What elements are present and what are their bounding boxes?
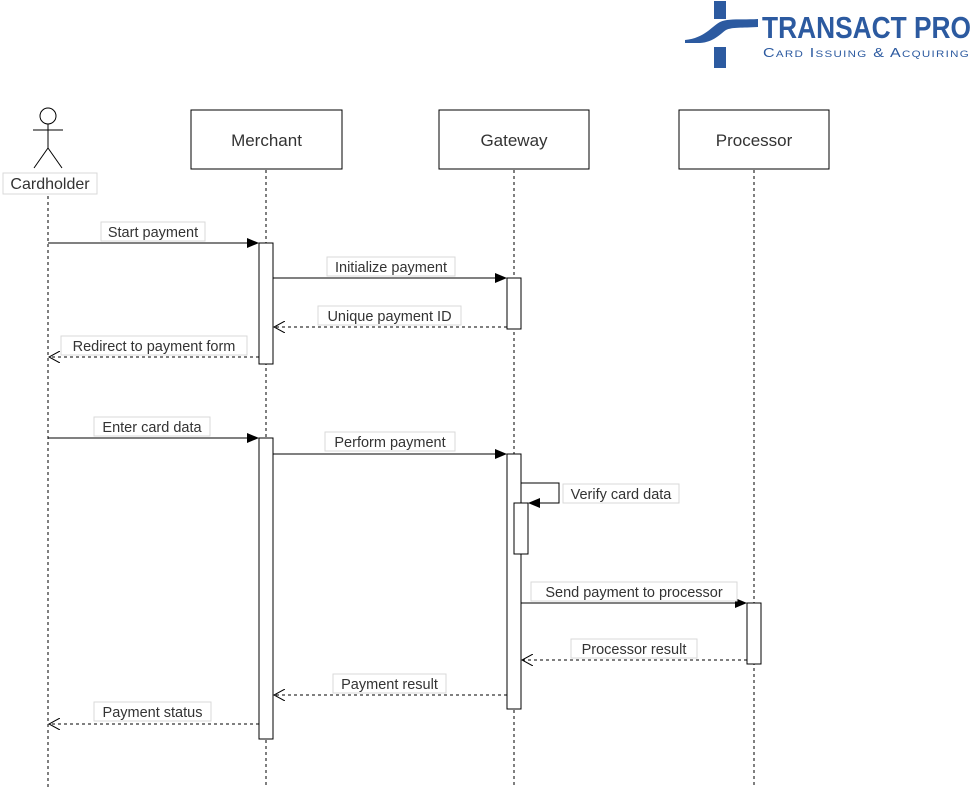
merchant-box xyxy=(190,109,343,170)
message-label: Initialize payment xyxy=(335,260,447,276)
participant-gateway: Gateway xyxy=(438,109,590,170)
merchant-activation-2 xyxy=(258,437,274,740)
self-message-arrow xyxy=(521,482,560,508)
message-enter-card-data: Enter card data xyxy=(48,416,259,443)
participant-processor: Processor xyxy=(678,109,830,170)
message-label: Send payment to processor xyxy=(545,585,722,601)
message-label: Perform payment xyxy=(334,435,445,451)
message-label: Payment status xyxy=(103,705,203,721)
message-label-bg xyxy=(326,256,456,277)
processor-label: Processor xyxy=(716,131,793,150)
cardholder-label: Cardholder xyxy=(10,176,90,193)
processor-box xyxy=(678,109,830,170)
message-unique-payment-id: Unique payment ID xyxy=(274,305,507,327)
gateway-self-activation xyxy=(513,502,529,555)
message-initialize-payment: Initialize payment xyxy=(273,256,507,283)
message-label-bg xyxy=(530,581,738,602)
message-label: Redirect to payment form xyxy=(73,339,236,355)
cardholder-actor-icon xyxy=(33,107,63,169)
message-start-payment: Start payment xyxy=(48,221,259,248)
merchant-activation-1 xyxy=(258,242,274,365)
gateway-label: Gateway xyxy=(480,131,548,150)
gateway-activation-1 xyxy=(506,277,522,330)
message-send-payment-to-processor: Send payment to processor xyxy=(521,581,747,608)
message-label-bg xyxy=(570,638,698,659)
message-label: Verify card data xyxy=(571,487,673,503)
merchant-label: Merchant xyxy=(231,131,302,150)
message-label-bg xyxy=(324,431,456,452)
message-perform-payment: Perform payment xyxy=(273,431,507,459)
message-label: Start payment xyxy=(108,225,198,241)
participant-merchant: Merchant xyxy=(190,109,343,170)
message-label-bg xyxy=(562,483,680,504)
message-label-bg xyxy=(93,416,211,437)
message-verify-card-data: Verify card data xyxy=(521,482,680,508)
logo-name: TRANSACT PRO xyxy=(762,10,971,45)
logo-tagline: Card Issuing & Acquiring xyxy=(763,46,970,60)
message-label: Enter card data xyxy=(102,420,202,436)
gateway-box xyxy=(438,109,590,170)
message-redirect-to-payment-form: Redirect to payment form xyxy=(49,335,259,357)
message-label-bg xyxy=(60,335,248,356)
message-label: Processor result xyxy=(582,642,687,658)
gateway-activation-2 xyxy=(506,453,522,710)
message-label: Unique payment ID xyxy=(327,309,451,325)
processor-activation xyxy=(746,602,762,665)
message-label-bg xyxy=(317,305,462,326)
cardholder-label-bg xyxy=(2,172,98,195)
message-processor-result: Processor result xyxy=(522,638,747,660)
transact-pro-logo: TRANSACT PRO Card Issuing & Acquiring xyxy=(685,1,971,68)
message-label-bg xyxy=(332,673,447,694)
message-payment-result: Payment result xyxy=(274,673,507,695)
message-label-bg xyxy=(100,221,206,242)
logo-mark-icon xyxy=(685,1,758,68)
message-label: Payment result xyxy=(341,677,438,693)
message-label-bg xyxy=(93,701,212,722)
message-payment-status: Payment status xyxy=(49,701,259,724)
